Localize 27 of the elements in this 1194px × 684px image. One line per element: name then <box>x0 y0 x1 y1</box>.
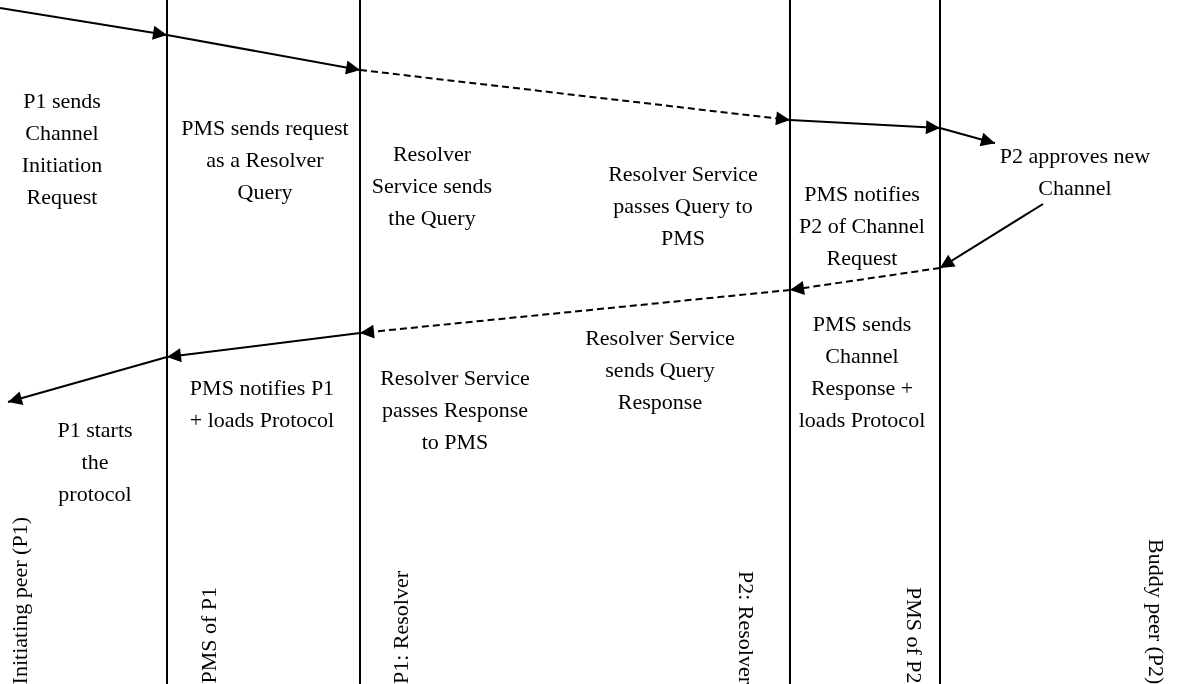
step-text: P1 starts the protocol <box>56 416 134 508</box>
step-text: PMS sends Channel Response + loads Protocol <box>797 310 927 434</box>
arrow <box>359 289 791 339</box>
step-text: Resolver Service passes Response to PMS <box>379 364 531 456</box>
step-text: P1 sends Channel Initiation Request <box>20 87 104 211</box>
step-text: PMS sends request as a Resolver Query <box>180 114 350 206</box>
lifeline-label: P2: Resolver <box>733 570 760 684</box>
arrow <box>939 127 996 147</box>
arrow <box>166 332 361 363</box>
arrow <box>789 267 941 295</box>
step-text: PMS notifies P2 of Channel Request <box>798 180 926 272</box>
step-text: Resolver Service sends Query Response <box>585 324 735 416</box>
participant-label: Initiating peer (P1) <box>4 516 36 684</box>
step-text: PMS notifies P1 + loads Protocol <box>188 374 336 434</box>
lifeline-label: PMS of P1 <box>195 587 222 684</box>
step-text: P2 approves new Channel <box>995 140 1155 204</box>
arrow <box>789 119 941 135</box>
arrow <box>166 34 361 75</box>
lifeline-label: P1: Resolver <box>387 570 414 684</box>
step-text: Resolver Service passes Query to PMS <box>607 160 759 252</box>
arrow <box>359 69 791 126</box>
arrow <box>939 203 1044 269</box>
arrow <box>7 356 168 405</box>
step-text: Resolver Service sends the Query <box>370 140 494 232</box>
participant-label: Buddy peer (P2) <box>1140 538 1172 684</box>
lifeline-label: PMS of P2 <box>901 587 928 684</box>
arrow <box>0 7 168 40</box>
